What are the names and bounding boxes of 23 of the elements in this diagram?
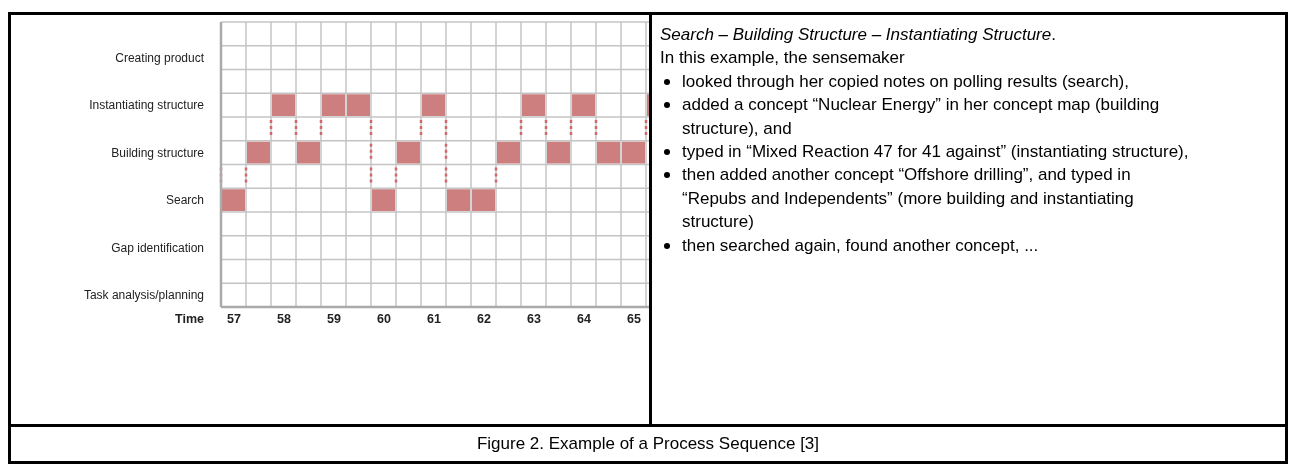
axis-label: Time — [175, 312, 204, 326]
intro-text: In this example, the sensemaker — [660, 47, 906, 70]
heading-text: Search – Building Structure – Instantiating Structure. — [660, 24, 1057, 46]
bullet-text: typed in “Mixed Reaction 47 for 41 against” (instantiating structure), — [682, 142, 1189, 162]
row-label: Building structure — [111, 145, 204, 160]
row-label: Gap identification — [111, 240, 204, 255]
tick-label: 64 — [577, 312, 591, 326]
row-label: Instantiating structure — [89, 98, 204, 113]
bullet-text: then searched again, found another concept, ... — [682, 235, 1039, 255]
tick-label: 61 — [427, 312, 441, 326]
tick-label: 62 — [477, 312, 491, 326]
caption: Figure 2. Example of a Process Sequence [3] — [476, 434, 820, 454]
tick-label: 59 — [327, 312, 341, 326]
bullet-text: then added another concept “Offshore drilling”, and typed in “Repubs and Independents” (more building and instantiating structure) — [682, 165, 1134, 232]
bullet-text: looked through her copied notes on polling results (search), — [682, 71, 1129, 91]
tick-label: 57 — [227, 312, 241, 326]
row-label: Creating product — [115, 50, 204, 65]
tick-label: 65 — [627, 312, 641, 326]
tick-label: 60 — [377, 312, 391, 326]
row-label: Search — [165, 193, 204, 208]
tick-label: 63 — [527, 312, 541, 326]
tick-label: 58 — [277, 312, 291, 326]
row-label: Task analysis/planning — [83, 288, 204, 303]
